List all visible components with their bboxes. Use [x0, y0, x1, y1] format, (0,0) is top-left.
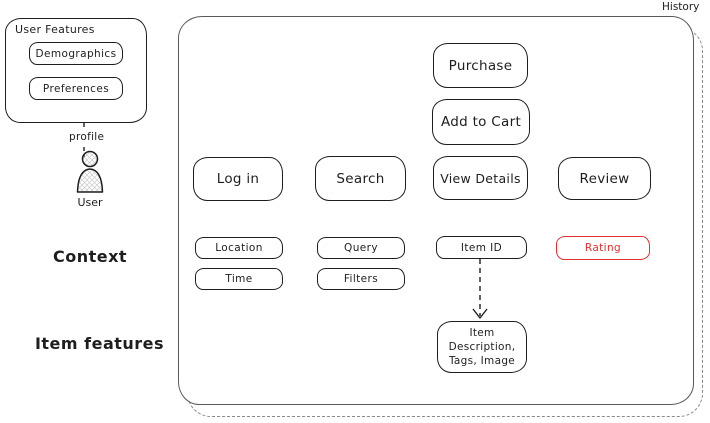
history-label: History — [662, 1, 700, 13]
item-id-node[interactable]: Item ID — [436, 236, 527, 259]
item-features-label: Item features — [34, 334, 165, 353]
view-details-node[interactable]: View Details — [433, 156, 528, 200]
user-features-panel[interactable]: User Features — [5, 18, 147, 123]
purchase-node[interactable]: Purchase — [433, 43, 528, 88]
profile-label: profile — [67, 131, 107, 143]
item-description-line: Description, — [448, 340, 516, 353]
user-label: User — [77, 196, 103, 209]
log-in-node[interactable]: Log in — [193, 157, 283, 201]
context-label: Context — [52, 247, 128, 266]
preferences-node[interactable]: Preferences — [29, 77, 123, 100]
time-node[interactable]: Time — [195, 268, 283, 290]
user-person-icon[interactable] — [72, 150, 108, 196]
add-to-cart-node[interactable]: Add to Cart — [432, 99, 530, 145]
item-description-line: Tags, Image — [448, 355, 516, 368]
query-node[interactable]: Query — [317, 237, 405, 259]
search-node[interactable]: Search — [315, 156, 406, 201]
filters-node[interactable]: Filters — [317, 268, 405, 290]
item-description-line: Item — [469, 326, 495, 339]
item-id-arrow — [472, 259, 488, 319]
review-node[interactable]: Review — [558, 157, 651, 200]
location-node[interactable]: Location — [195, 237, 283, 259]
user-features-title: User Features — [15, 23, 95, 36]
item-description-node[interactable]: Item Description, Tags, Image — [437, 321, 527, 373]
rating-node[interactable]: Rating — [556, 236, 650, 260]
demographics-node[interactable]: Demographics — [29, 42, 123, 65]
